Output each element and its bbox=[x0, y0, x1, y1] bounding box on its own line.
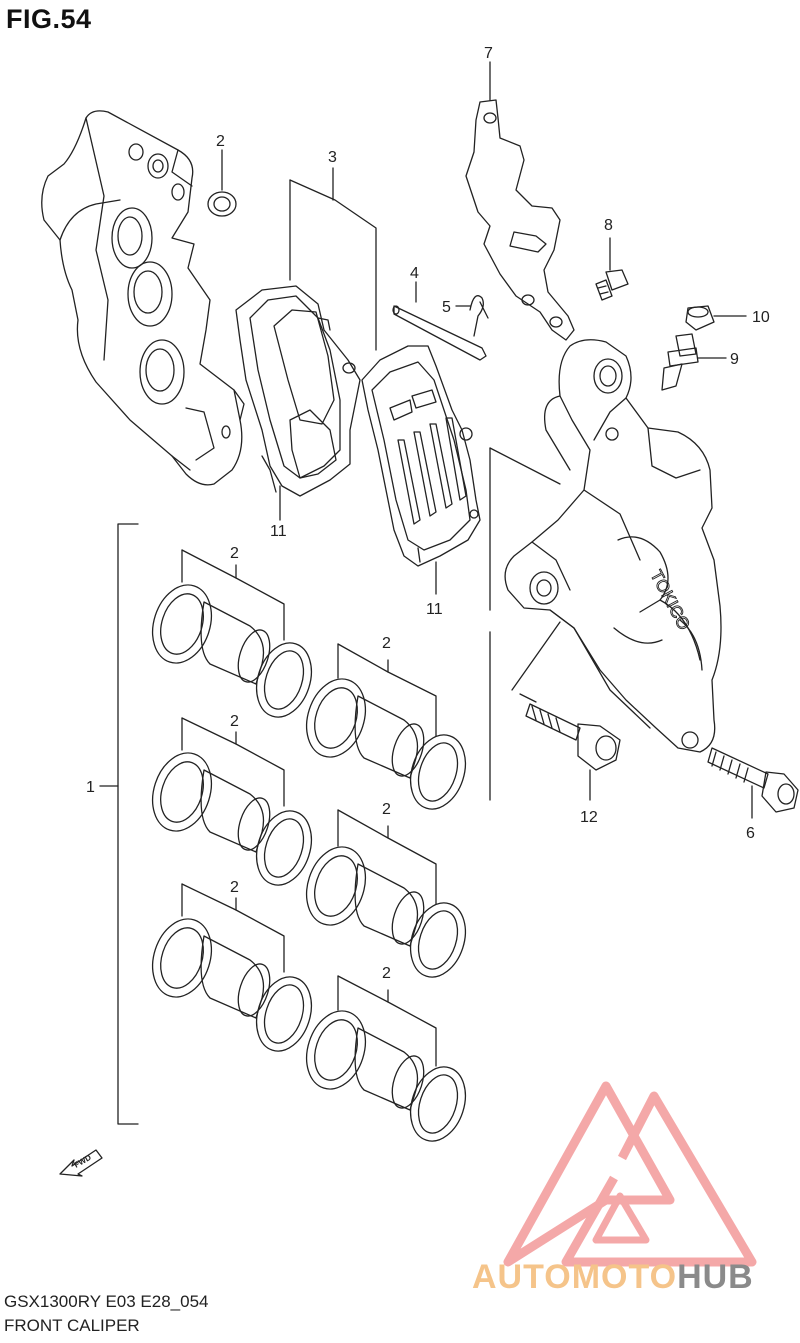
piston-group-5 bbox=[143, 884, 320, 1058]
callout-2-group-3: 2 bbox=[230, 713, 239, 730]
callout-6: 6 bbox=[746, 825, 755, 842]
callout-2-group-1: 2 bbox=[230, 545, 239, 562]
watermark-text: AUTOMOTOHUB bbox=[472, 1258, 754, 1297]
model-code: GSX1300RY E03 E28_054 bbox=[4, 1292, 209, 1311]
mounting-bolt-12 bbox=[526, 704, 620, 800]
bleeder-cap-10 bbox=[686, 306, 746, 330]
fwd-label: FWD bbox=[73, 1153, 93, 1170]
callout-2-seal: 2 bbox=[216, 133, 225, 150]
caliper-half-left bbox=[42, 111, 244, 485]
callout-2-group-6: 2 bbox=[382, 965, 391, 982]
callout-4: 4 bbox=[410, 265, 419, 282]
piston-group-3 bbox=[143, 718, 320, 892]
piston-group-1 bbox=[143, 550, 320, 724]
caliper-half-right bbox=[505, 340, 721, 752]
callout-3: 3 bbox=[328, 149, 337, 166]
callout-2-group-5: 2 bbox=[230, 879, 239, 896]
watermark-logo bbox=[508, 1086, 752, 1262]
caliper-brand-text: TOKICO bbox=[646, 567, 693, 633]
callout-5: 5 bbox=[442, 299, 451, 316]
figure-title: FIG.54 bbox=[6, 4, 92, 34]
callout-12: 12 bbox=[580, 809, 598, 826]
callout-9: 9 bbox=[730, 351, 739, 368]
callout-labels: 1 2 3 4 5 6 7 8 9 10 11 11 12 2 2 2 2 2 … bbox=[86, 45, 770, 982]
callout-11-left: 11 bbox=[270, 523, 287, 540]
brake-pad-left bbox=[236, 286, 360, 496]
piston-kit-bracket bbox=[100, 524, 138, 1124]
callout-2-group-2: 2 bbox=[382, 635, 391, 652]
caliper-bracket-plate bbox=[466, 62, 574, 340]
callout-10: 10 bbox=[752, 309, 770, 326]
small-seal bbox=[208, 192, 236, 216]
callout-2-group-4: 2 bbox=[382, 801, 391, 818]
callout-8: 8 bbox=[604, 217, 613, 234]
watermark-text-a: AUTOMOTO bbox=[472, 1258, 678, 1296]
bleeder-valve-9 bbox=[662, 334, 726, 390]
fwd-arrow-icon: FWD bbox=[60, 1150, 102, 1176]
brake-pad-right bbox=[362, 346, 480, 566]
pad-clip bbox=[470, 296, 488, 336]
piston-group-6 bbox=[297, 976, 474, 1148]
pad-set-bracket bbox=[290, 168, 376, 350]
callout-1: 1 bbox=[86, 779, 95, 796]
piston-group-4 bbox=[297, 810, 474, 984]
piston-group-2 bbox=[297, 644, 474, 816]
bleeder-screw-8 bbox=[596, 238, 628, 300]
watermark-text-b: HUB bbox=[677, 1258, 754, 1296]
assembly-connector-lines bbox=[490, 448, 560, 800]
pad-pin bbox=[393, 306, 486, 360]
callout-7: 7 bbox=[484, 45, 493, 62]
mounting-bolt-6 bbox=[708, 748, 798, 818]
callout-11-right: 11 bbox=[426, 601, 443, 618]
figure-caption: FRONT CALIPER bbox=[4, 1316, 140, 1335]
